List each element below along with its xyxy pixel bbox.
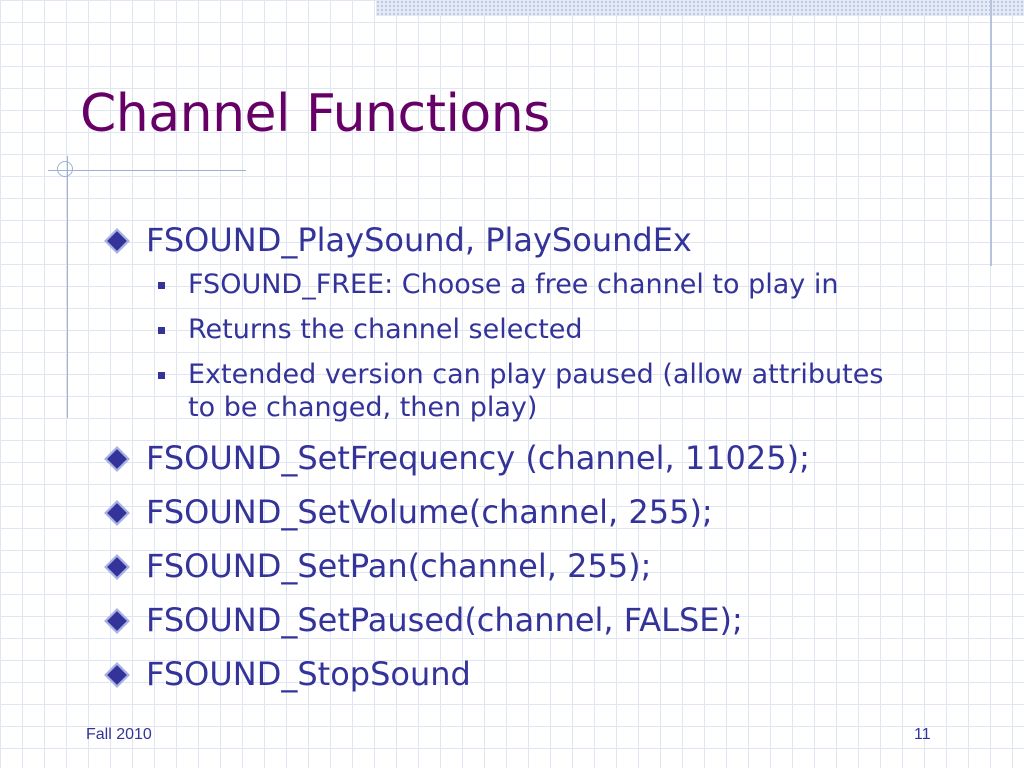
square-bullet-icon xyxy=(158,282,165,289)
page-number: 11 xyxy=(914,726,931,743)
bullet-text: FSOUND_SetVolume(channel, 255); xyxy=(146,493,713,531)
diamond-bullet-icon xyxy=(104,228,130,254)
bullet-item: FSOUND_PlaySound, PlaySoundEx xyxy=(104,218,1004,262)
diamond-bullet-icon xyxy=(104,500,130,526)
square-bullet-icon xyxy=(158,372,165,379)
sub-bullet-text: Returns the channel selected xyxy=(188,314,583,345)
bullet-text: FSOUND_PlaySound, PlaySoundEx xyxy=(146,221,692,259)
bullet-item: FSOUND_SetFrequency (channel, 11025); xyxy=(104,436,1004,480)
diamond-bullet-icon xyxy=(104,608,130,634)
sub-bullet-text: FSOUND_FREE: Choose a free channel to pl… xyxy=(188,269,839,300)
sub-bullet-text: Extended version can play paused (allow … xyxy=(188,359,884,423)
square-bullet-icon xyxy=(158,327,165,334)
left-decorative-rule xyxy=(67,156,68,418)
diamond-bullet-icon xyxy=(104,446,130,472)
title-underline-rule xyxy=(48,170,246,171)
bullet-item: FSOUND_SetPan(channel, 255); xyxy=(104,544,1004,588)
slide-content: FSOUND_PlaySound, PlaySoundEx FSOUND_FRE… xyxy=(104,218,1004,706)
rule-circle-ornament xyxy=(57,161,73,177)
bullet-text: FSOUND_SetPaused(channel, FALSE); xyxy=(146,601,743,639)
slide-title: Channel Functions xyxy=(80,84,550,144)
top-decorative-band xyxy=(376,0,1024,16)
footer-date: Fall 2010 xyxy=(86,726,152,743)
sub-bullet-item: FSOUND_FREE: Choose a free channel to pl… xyxy=(104,268,908,301)
right-decorative-rule xyxy=(990,0,992,266)
sub-bullet-item: Extended version can play paused (allow … xyxy=(104,358,908,424)
diamond-bullet-icon xyxy=(104,662,130,688)
bullet-text: FSOUND_SetPan(channel, 255); xyxy=(146,547,652,585)
bullet-text: FSOUND_StopSound xyxy=(146,655,471,693)
diamond-bullet-icon xyxy=(104,554,130,580)
sub-bullet-item: Returns the channel selected xyxy=(104,313,908,346)
bullet-text: FSOUND_SetFrequency (channel, 11025); xyxy=(146,439,810,477)
bullet-item: FSOUND_StopSound xyxy=(104,652,1004,696)
sub-bullet-list: FSOUND_FREE: Choose a free channel to pl… xyxy=(104,268,1004,424)
bullet-item: FSOUND_SetPaused(channel, FALSE); xyxy=(104,598,1004,642)
bullet-item: FSOUND_SetVolume(channel, 255); xyxy=(104,490,1004,534)
